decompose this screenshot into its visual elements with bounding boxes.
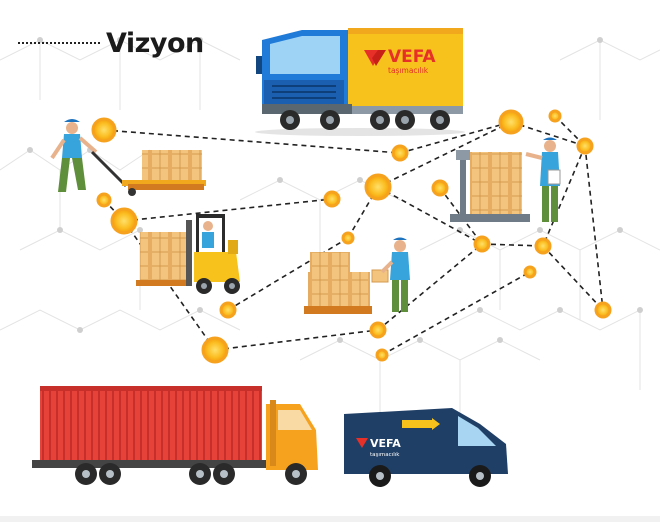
- forklift: [136, 214, 240, 294]
- brand-name-van: VEFA: [370, 437, 401, 450]
- page-title: Vizyon: [106, 27, 204, 59]
- network-nodes: [91, 109, 612, 364]
- footer-strip: [0, 516, 660, 522]
- center-pallet-worker: [304, 237, 410, 314]
- blue-truck: [255, 28, 465, 136]
- background-grid-nodes: [27, 37, 643, 343]
- brand-logo-van: VEFA taşımacılık: [356, 437, 401, 458]
- delivery-van: [344, 408, 508, 487]
- brand-tagline-truck: taşımacılık: [388, 66, 429, 75]
- worker-pallet-jack: [50, 119, 206, 196]
- page-header: Vizyon: [18, 26, 204, 60]
- title-dotted-line: [18, 42, 100, 44]
- brand-name-truck: VEFA: [388, 47, 436, 67]
- brand-tagline-van: taşımacılık: [370, 452, 400, 458]
- container-truck: [32, 386, 318, 485]
- brand-mark-icon-van: [356, 438, 368, 448]
- brand-logo-truck: VEFA taşımacılık: [364, 47, 436, 75]
- scale-station-worker: [450, 137, 561, 222]
